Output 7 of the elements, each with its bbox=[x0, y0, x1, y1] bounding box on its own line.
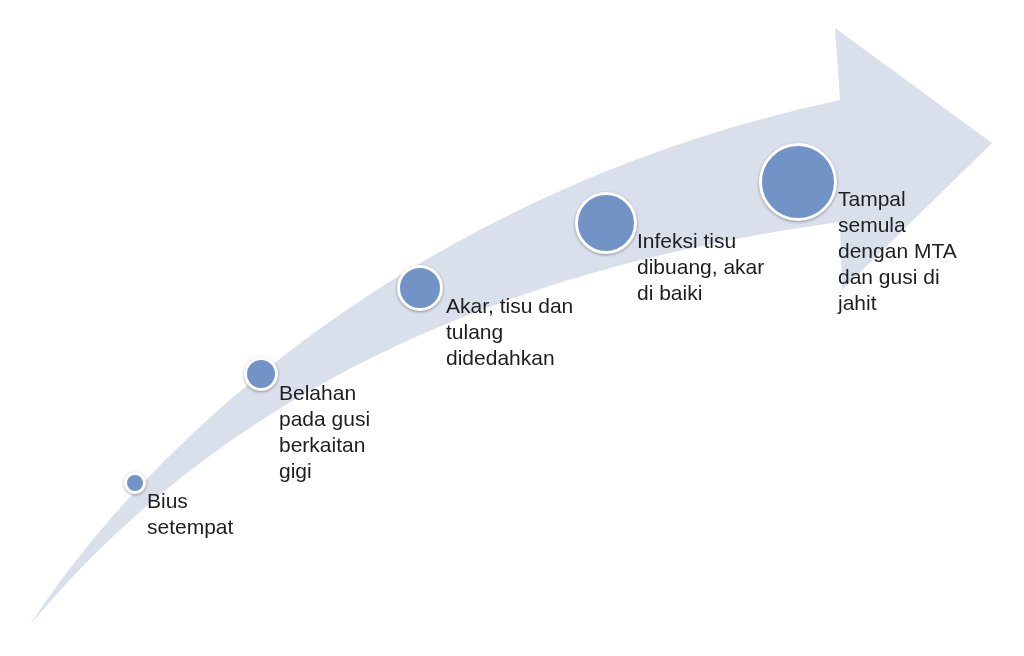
step-label: Tampal semula dengan MTA dan gusi di jahit bbox=[838, 186, 958, 316]
step-label: Belahan pada gusi berkaitan gigi bbox=[279, 380, 372, 484]
step-label: Akar, tisu dan tulang didedahkan bbox=[446, 293, 575, 371]
step-label: Infeksi tisu dibuang, akar di baiki bbox=[637, 228, 766, 306]
step-circle bbox=[244, 357, 278, 391]
step-circle bbox=[124, 472, 146, 494]
step-label: Bius setempat bbox=[147, 488, 235, 540]
